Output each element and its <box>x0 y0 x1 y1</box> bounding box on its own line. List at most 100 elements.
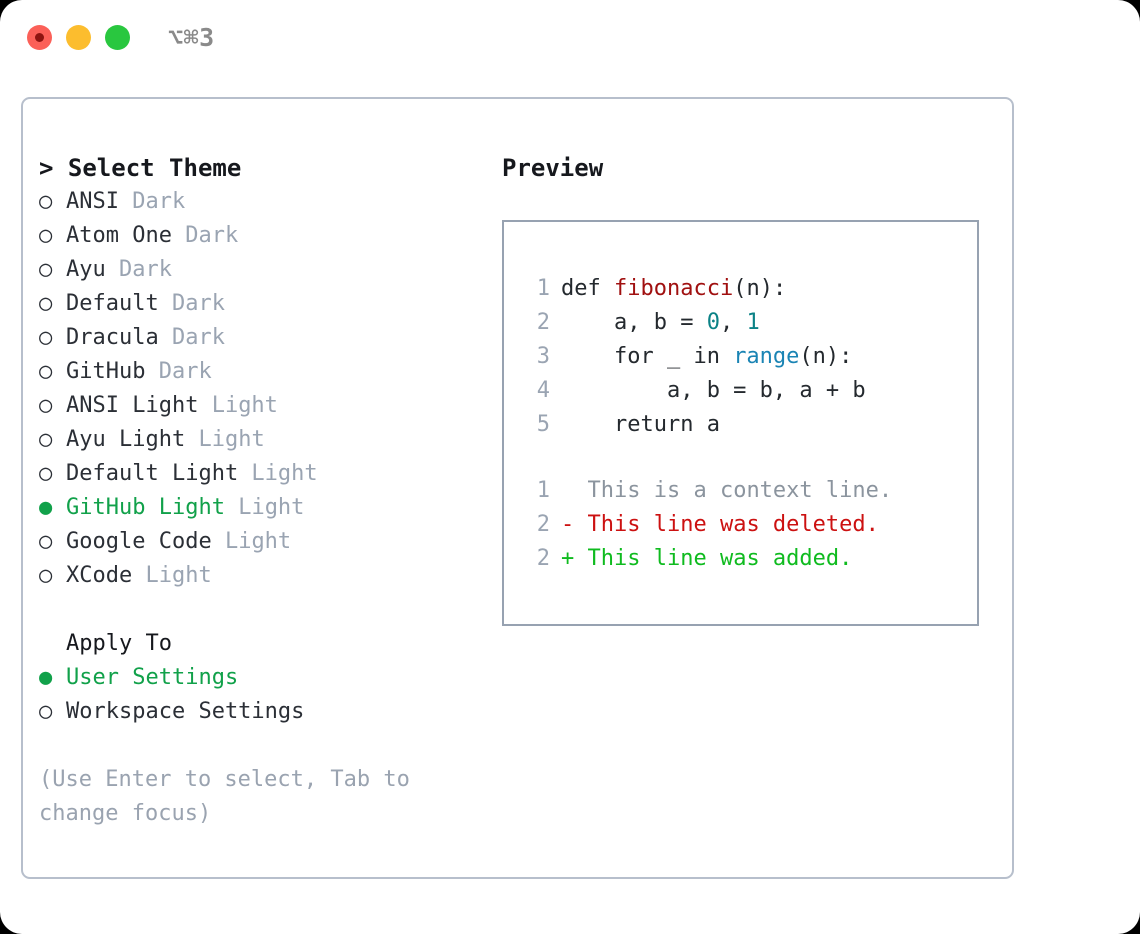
theme-option-atom-one[interactable]: ○ Atom One Dark <box>39 219 479 253</box>
code-diff-gap <box>522 442 977 474</box>
theme-option-variant: Light <box>211 529 292 554</box>
diff-sign: - <box>561 512 588 537</box>
code-line: 1 def fibonacci(n): <box>522 272 977 306</box>
code-token-kw: def <box>561 276 614 301</box>
line-number: 1 <box>536 478 550 503</box>
theme-option-variant: Dark <box>145 359 212 384</box>
apply-to-option-user-settings[interactable]: ● User Settings <box>39 661 479 695</box>
theme-option-variant: Light <box>198 393 278 418</box>
diff-line-ctx: 1 This is a context line. <box>522 474 977 508</box>
code-line: 2 a, b = 0, 1 <box>522 306 977 340</box>
line-number: 5 <box>536 412 550 437</box>
theme-option-variant: Dark <box>118 189 186 214</box>
theme-picker-column: > Select Theme ○ANSI Dark○Atom One Dark○… <box>39 151 479 831</box>
theme-option-label: ANSI <box>66 189 119 214</box>
line-number: 2 <box>536 512 550 537</box>
traffic-light-buttons <box>27 25 130 50</box>
theme-option-ansi[interactable]: ○ ANSI Dark <box>39 185 479 219</box>
radio-unselected-icon: ○ <box>39 427 53 452</box>
code-token-plain: , <box>719 310 747 335</box>
theme-option-variant: Dark <box>158 325 225 350</box>
theme-option-variant: Light <box>224 495 305 520</box>
code-line: 5 return a <box>522 408 977 442</box>
code-line: 4 a, b = b, a + b <box>522 374 977 408</box>
theme-option-ayu-light[interactable]: ○ Ayu Light Light <box>39 423 479 457</box>
radio-unselected-icon: ○ <box>39 223 53 248</box>
code-line: 3 for _ in range(n): <box>522 340 977 374</box>
theme-option-ayu[interactable]: ○ Ayu Dark <box>39 253 479 287</box>
radio-selected-icon: ● <box>39 665 53 690</box>
theme-option-label: Dracula <box>66 325 159 350</box>
theme-option-variant: Dark <box>171 223 239 248</box>
theme-option-variant: Dark <box>105 257 172 282</box>
select-theme-header: > Select Theme <box>39 154 242 182</box>
theme-option-label: Ayu <box>66 257 106 282</box>
radio-unselected-icon: ○ <box>39 325 53 350</box>
diff-sample: 1 This is a context line.2- This line wa… <box>522 474 977 576</box>
code-token-fn: fibonacci <box>613 276 734 301</box>
code-token-plain: for _ in <box>561 344 734 369</box>
theme-option-github[interactable]: ○GitHub Dark <box>39 355 479 389</box>
theme-option-dracula[interactable]: ○ Dracula Dark <box>39 321 479 355</box>
radio-unselected-icon: ○ <box>39 563 53 588</box>
diff-line-add: 2 + This line was added. <box>522 542 977 576</box>
close-button[interactable] <box>27 25 52 50</box>
code-token-plain: a, b = <box>561 310 707 335</box>
code-token-plain: (n): <box>799 344 853 369</box>
diff-sign: + <box>561 546 588 571</box>
theme-option-variant: Dark <box>158 291 225 316</box>
radio-unselected-icon: ○ <box>39 461 53 486</box>
content-panel: > Select Theme ○ANSI Dark○Atom One Dark○… <box>21 97 1014 879</box>
theme-option-google-code[interactable]: ○ Google Code Light <box>39 525 479 559</box>
theme-option-default-light[interactable]: ○ Default Light Light <box>39 457 479 491</box>
zoom-button[interactable] <box>105 25 130 50</box>
line-number: 4 <box>536 378 550 403</box>
theme-option-ansi-light[interactable]: ○ ANSI Light Light <box>39 389 479 423</box>
theme-option-label: Google Code <box>66 529 212 554</box>
line-number: 2 <box>536 546 550 571</box>
theme-option-github-light[interactable]: ●GitHub Light Light <box>39 491 479 525</box>
theme-option-variant: Light <box>238 461 318 486</box>
line-number: 2 <box>536 310 550 335</box>
theme-option-label: ANSI Light <box>66 393 199 418</box>
radio-unselected-icon: ○ <box>39 291 53 316</box>
minimize-button[interactable] <box>66 25 91 50</box>
radio-unselected-icon: ○ <box>39 359 53 384</box>
apply-to-option-label: User Settings <box>66 665 239 690</box>
diff-text: This is a context line. <box>587 478 893 503</box>
code-token-call: range <box>733 344 800 369</box>
diff-sign <box>561 474 588 508</box>
theme-option-label: Atom One <box>66 223 172 248</box>
line-number: 3 <box>536 344 550 369</box>
theme-option-label: XCode <box>66 563 133 588</box>
theme-option-default[interactable]: ○ Default Dark <box>39 287 479 321</box>
radio-unselected-icon: ○ <box>39 699 53 724</box>
theme-option-label: Ayu Light <box>66 427 186 452</box>
radio-unselected-icon: ○ <box>39 529 53 554</box>
theme-option-xcode[interactable]: ○ XCode Light <box>39 559 479 593</box>
preview-header: Preview <box>502 154 604 182</box>
theme-option-variant: Light <box>132 563 212 588</box>
diff-text: This line was added. <box>587 546 853 571</box>
code-token-num: 1 <box>746 310 760 335</box>
diff-line-del: 2- This line was deleted. <box>522 508 977 542</box>
theme-option-label: GitHub Light <box>66 495 225 520</box>
code-token-plain: a, b = b, a + b <box>561 378 866 403</box>
radio-unselected-icon: ○ <box>39 393 53 418</box>
apply-to-option-workspace-settings[interactable]: ○ Workspace Settings <box>39 695 479 729</box>
radio-unselected-icon: ○ <box>39 189 53 214</box>
apply-to-option-label: Workspace Settings <box>66 699 305 724</box>
radio-unselected-icon: ○ <box>39 257 53 282</box>
theme-option-variant: Light <box>185 427 265 452</box>
theme-option-label: Default <box>66 291 159 316</box>
line-number: 1 <box>536 276 550 301</box>
code-token-plain: (n): <box>733 276 787 301</box>
title-bar: ⌥⌘3 <box>0 0 1140 78</box>
theme-option-list[interactable]: ○ ANSI Dark ○ Atom One Dark ○ Ayu Dark ○ Defaul… <box>39 185 479 593</box>
diff-text: This line was deleted. <box>587 512 879 537</box>
theme-option-label: Default Light <box>66 461 239 486</box>
apply-to-option-list[interactable]: ● User Settings ○ Workspace Settings <box>39 661 479 729</box>
